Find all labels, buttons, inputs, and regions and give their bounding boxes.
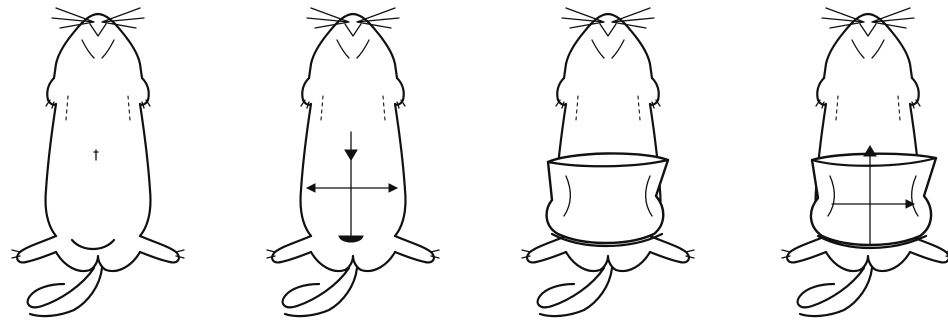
navel-mark xyxy=(94,150,98,160)
genital-mark xyxy=(72,240,114,249)
arrow-left xyxy=(307,184,315,192)
panel-2-incision-lines xyxy=(245,0,482,322)
incision-end-mark xyxy=(339,236,363,242)
skin-flap xyxy=(811,154,936,245)
panel-4-flap-with-lines xyxy=(740,0,948,322)
rodent-drawing-3 xyxy=(500,0,737,322)
arrow-top xyxy=(345,150,357,160)
arrow-top xyxy=(864,146,876,156)
panel-3-skin-flap xyxy=(500,0,737,322)
rodent-drawing-2 xyxy=(245,0,482,322)
rodent-drawing-4 xyxy=(740,0,948,322)
rodent-drawing-1 xyxy=(0,0,237,322)
panel-1-intact xyxy=(0,0,237,322)
arrow-right xyxy=(389,184,397,192)
